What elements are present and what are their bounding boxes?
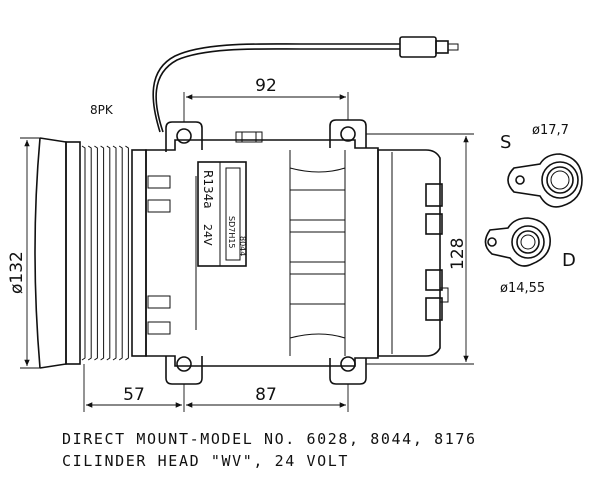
nameplate-voltage: 24V (201, 224, 214, 246)
nameplate: R134a 24V SD7H15 8044 (197, 161, 247, 267)
suction-diameter: ø17,7 (532, 123, 569, 138)
compressor-body (145, 131, 379, 367)
suction-label: S (500, 132, 511, 153)
caption-line-1: DIRECT MOUNT-MODEL NO. 6028, 8044, 8176 (62, 430, 477, 448)
nameplate-number: 8044 (238, 236, 247, 256)
dimension-pulley: ø132 (7, 137, 40, 369)
pulley (34, 137, 147, 369)
dimension-bottom-right: 87 (255, 385, 277, 405)
dimension-height-right: 128 (448, 238, 468, 270)
nameplate-model: SD7H15 (227, 216, 236, 249)
pulley-groove (81, 145, 86, 361)
dimension-128: 128 (366, 133, 474, 365)
dimension-57-87: 57 87 (83, 364, 349, 412)
suction-port: S ø17,7 (500, 123, 583, 208)
discharge-label: D (562, 250, 576, 271)
pulley-groove (125, 145, 129, 361)
pulley-groove (118, 145, 123, 361)
pulley-grooves (81, 145, 129, 361)
dimension-bottom-left: 57 (123, 385, 145, 405)
pulley-groove (94, 145, 98, 361)
clutch-wire (152, 43, 400, 133)
dimension-pulley-diameter: ø132 (7, 251, 27, 294)
pulley-groove (87, 145, 92, 361)
wire-connector (399, 36, 459, 58)
nameplate-refrigerant: R134a (201, 170, 215, 209)
belt-label: 8PK (90, 103, 114, 117)
discharge-port: D ø14,55 (484, 217, 576, 296)
pulley-groove (112, 145, 117, 361)
dimension-92: 92 (183, 76, 349, 122)
cylinder-head (377, 149, 449, 357)
caption-line-2: CILINDER HEAD "WV", 24 VOLT (62, 452, 350, 470)
discharge-diameter: ø14,55 (500, 281, 545, 296)
pulley-groove (100, 145, 105, 361)
pulley-groove (106, 145, 111, 361)
dimension-width-top: 92 (255, 76, 277, 96)
